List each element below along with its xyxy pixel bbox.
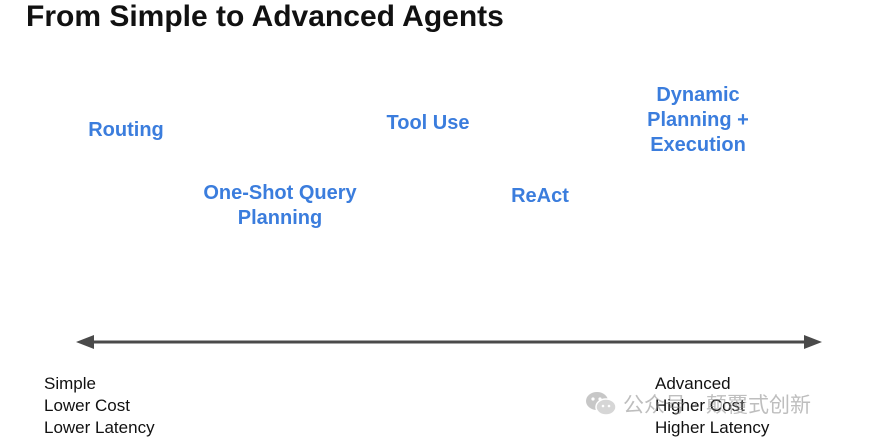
stage-react: ReAct (480, 184, 600, 209)
stage-line: One-Shot Query (203, 182, 357, 204)
stage-line: Planning (237, 207, 323, 229)
end-label: Lower Cost (44, 396, 130, 415)
stage-line: Execution (650, 134, 746, 156)
end-label: Advanced (655, 374, 731, 393)
end-label: Simple (44, 374, 96, 393)
end-label: Lower Latency (44, 418, 155, 437)
stage-one-shot-query-planning: One-Shot Query Planning (190, 181, 370, 231)
end-label: Higher Cost (655, 396, 745, 415)
stage-line: Tool Use (386, 112, 470, 134)
advanced-end-labels: Advanced Higher Cost Higher Latency (655, 373, 769, 439)
stage-line: Dynamic (656, 84, 740, 106)
diagram-title: From Simple to Advanced Agents (26, 0, 504, 33)
watermark-text: 公众号 · 颠覆式创新 (623, 393, 812, 417)
stage-routing: Routing (66, 118, 186, 143)
simple-end-labels: Simple Lower Cost Lower Latency (44, 373, 155, 439)
stage-line: Routing (88, 119, 164, 141)
spectrum-axis (76, 335, 822, 349)
stage-dynamic-planning-execution: Dynamic Planning + Execution (618, 83, 778, 158)
wechat-icon (586, 392, 617, 416)
stage-line: Planning + (647, 109, 749, 131)
watermark: 公众号 · 颠覆式创新 (585, 389, 811, 419)
right-arrowhead-icon (804, 335, 822, 349)
end-label: Higher Latency (655, 418, 770, 437)
stage-line: ReAct (511, 185, 569, 207)
stage-tool-use: Tool Use (368, 111, 488, 136)
left-arrowhead-icon (76, 335, 94, 349)
